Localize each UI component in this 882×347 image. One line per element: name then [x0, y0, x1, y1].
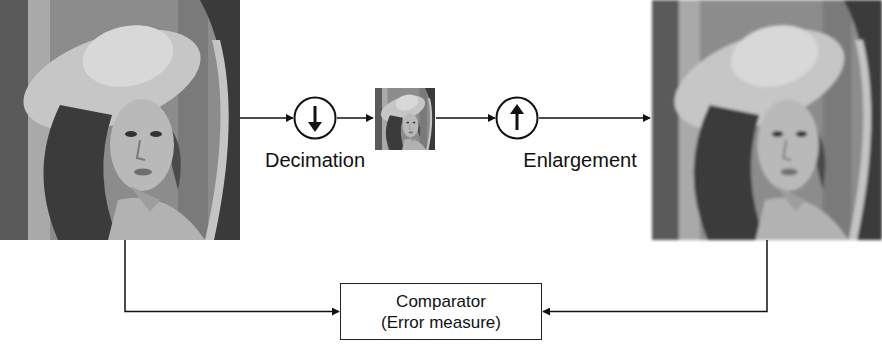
- circle: [497, 98, 538, 139]
- operator-circle-outline: [293, 96, 337, 140]
- arrow-head: [510, 104, 524, 114]
- operator-label: Enlargement: [496, 96, 664, 172]
- operator-circle-outline: [495, 96, 539, 140]
- circle: [295, 98, 336, 139]
- box-label: (Error measure): [381, 312, 501, 333]
- feed-line: [125, 240, 339, 312]
- flow-arrow: [240, 117, 293, 119]
- decimated-image: [375, 88, 435, 150]
- operator-circle: Decimation: [246, 96, 384, 172]
- feed-line: [543, 240, 767, 312]
- box-label: Comparator: [396, 291, 486, 312]
- arrow-head: [308, 122, 322, 132]
- flow-arrow: [436, 117, 495, 119]
- feed-lines: [125, 240, 767, 312]
- enlarged-image: [652, 0, 882, 240]
- flow-arrow: [539, 117, 650, 119]
- operator-label: Decimation: [246, 96, 384, 172]
- process-box: Comparator(Error measure): [340, 283, 542, 340]
- operator-circle: Enlargement: [496, 96, 664, 172]
- flow-arrow: [337, 117, 373, 119]
- original-image: [0, 0, 240, 240]
